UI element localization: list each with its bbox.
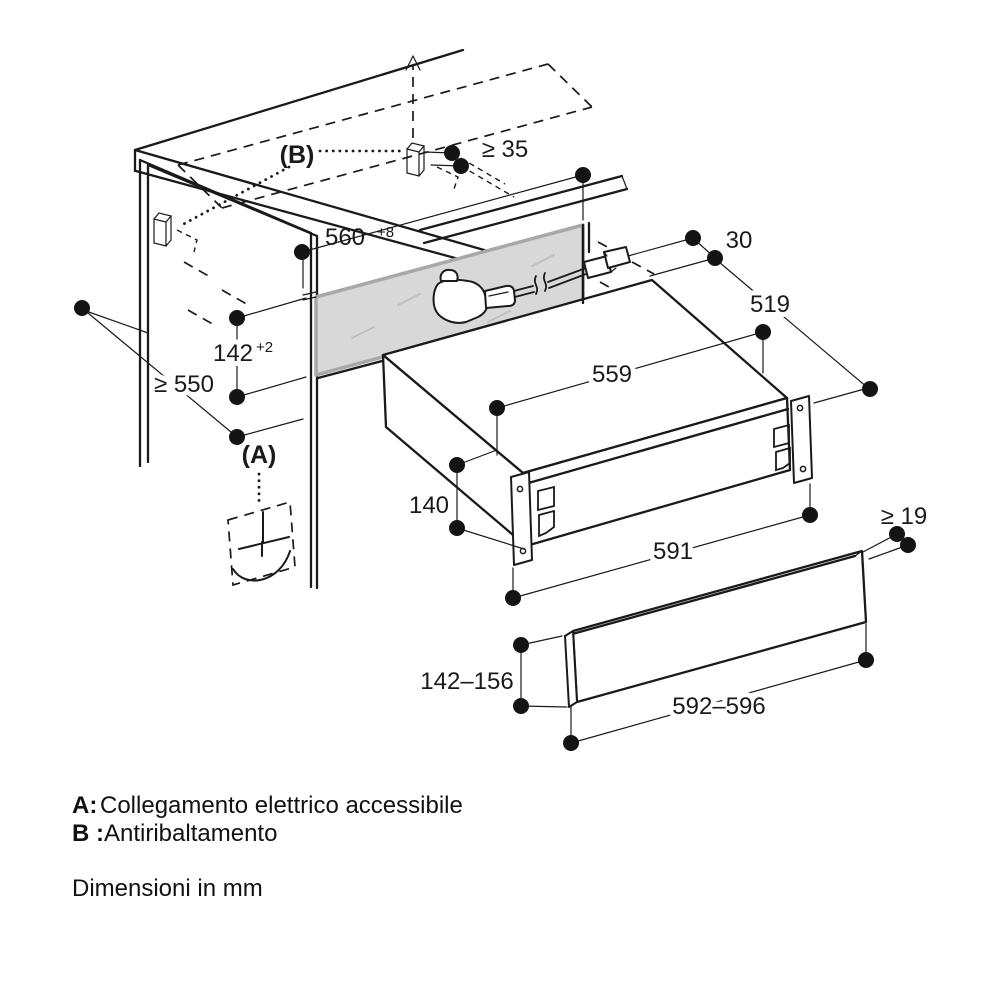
legend-a-text: Collegamento elettrico accessibile xyxy=(100,792,463,819)
cable-connector xyxy=(583,246,631,279)
dimension-min-depth: ≥ 550 xyxy=(74,300,304,445)
clip-direction-arrow xyxy=(405,55,421,138)
appliance xyxy=(381,278,813,566)
appliance-top-width-label: 559 xyxy=(592,361,632,388)
appliance-depth-label: 519 xyxy=(750,291,790,318)
front-offset-label: 30 xyxy=(726,227,753,254)
panel-thickness-label: ≥ 19 xyxy=(881,503,928,530)
front-width-label: 591 xyxy=(653,538,693,565)
niche-height-label: 142 xyxy=(213,340,253,367)
niche-width-tolerance: +8 xyxy=(377,224,394,241)
top-clearance-label: ≥ 35 xyxy=(482,136,529,163)
niche-width-label: 560 xyxy=(325,224,365,251)
callout-a: (A) xyxy=(227,441,296,587)
furniture-front-panel xyxy=(563,549,868,708)
dimension-front-offset: 30 xyxy=(627,227,753,277)
dimension-top-clearance: ≥ 35 xyxy=(424,136,529,198)
dimension-appliance-top-width: 559 xyxy=(489,324,771,456)
legend-b-text: Antiribaltamento xyxy=(104,820,277,847)
dimension-niche-height: 142 +2 xyxy=(208,297,307,405)
power-cable xyxy=(302,267,587,301)
callout-a-label: (A) xyxy=(242,441,277,469)
legend-a-key: A: xyxy=(72,792,97,819)
anti-tip-clip-top xyxy=(406,142,459,190)
power-plug xyxy=(432,268,516,324)
dimension-niche-width: 560 +8 xyxy=(294,167,591,289)
vent-slots-left xyxy=(537,485,555,538)
panel-height-label: 142–156 xyxy=(420,668,513,695)
legend-b-key: B : xyxy=(72,820,104,847)
mounting-bracket-left xyxy=(510,471,533,566)
dimension-panel-height: 142–156 xyxy=(420,635,568,714)
dimension-front-width: 591 xyxy=(505,483,818,606)
anti-tip-clip-side xyxy=(153,212,198,253)
dimension-panel-width: 592–596 xyxy=(563,623,874,751)
dimension-front-height: 140 xyxy=(409,449,525,550)
min-depth-label: ≥ 550 xyxy=(154,371,214,398)
vent-slots-right xyxy=(773,423,791,472)
niche-height-tolerance: +2 xyxy=(256,339,273,356)
callout-b-label: (B) xyxy=(280,141,315,169)
dimension-appliance-depth: 519 xyxy=(718,261,878,404)
units-note: Dimensioni in mm xyxy=(72,875,263,902)
dimension-panel-thickness: ≥ 19 xyxy=(862,503,928,560)
front-height-label: 140 xyxy=(409,492,449,519)
panel-width-label: 592–596 xyxy=(672,693,765,720)
mounting-bracket-right xyxy=(790,395,813,484)
callout-b: (B) xyxy=(178,141,405,228)
legend: A: Collegamento elettrico accessibile B … xyxy=(72,792,463,902)
socket-icon xyxy=(232,511,291,582)
